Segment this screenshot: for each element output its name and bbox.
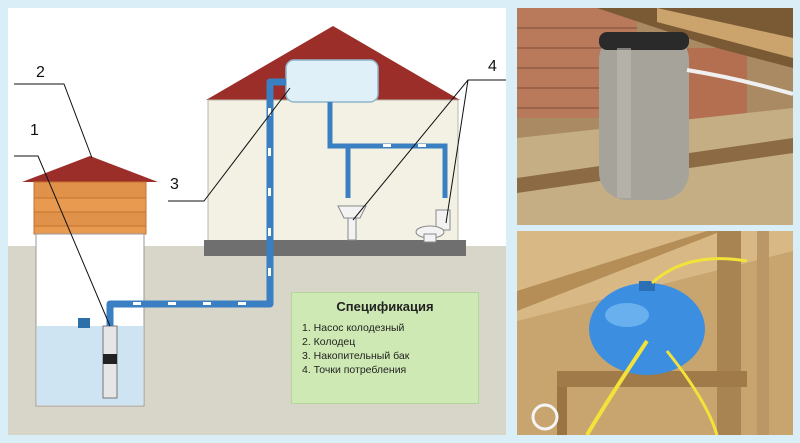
photo-blue-tank-attic: [517, 231, 793, 435]
well-log-2: [33, 197, 147, 213]
house-wall: [207, 99, 459, 243]
specification-list: 1. Насос колодезный 2. Колодец 3. Накопи…: [302, 321, 409, 377]
photo-grey-barrel-svg: [517, 8, 793, 225]
spec-item: 4. Точки потребления: [302, 364, 407, 376]
specification-title: Спецификация: [336, 299, 434, 314]
pump-control-box: [78, 318, 90, 328]
water-supply-diagram: 1 2 3 4 Спецификация 1. Насос колодезный…: [8, 8, 506, 435]
well-log-1: [33, 181, 147, 199]
toilet-icon: [415, 209, 451, 243]
supply-pipe: [106, 78, 286, 326]
well-water: [37, 326, 143, 405]
flow-arrows: [133, 108, 426, 305]
well-roof: [22, 156, 158, 182]
pump-band: [103, 354, 117, 364]
callout-4: 4: [488, 58, 497, 75]
leader-lines: [14, 79, 506, 327]
storage-tank: [285, 59, 379, 103]
callout-1: 1: [30, 122, 39, 139]
well-log-3: [33, 211, 147, 227]
photo-grey-barrel-attic: [517, 8, 793, 225]
spec-item: 2. Колодец: [302, 336, 356, 348]
photo-blue-tank-svg: [517, 231, 793, 435]
callout-3: 3: [170, 176, 179, 193]
specification-box: Спецификация 1. Насос колодезный 2. Коло…: [291, 292, 479, 404]
callout-2: 2: [36, 64, 45, 81]
well-log-4: [33, 225, 147, 235]
spec-item: 1. Насос колодезный: [302, 322, 405, 334]
spec-item: 3. Накопительный бак: [302, 350, 410, 362]
sink-icon: [337, 205, 367, 241]
